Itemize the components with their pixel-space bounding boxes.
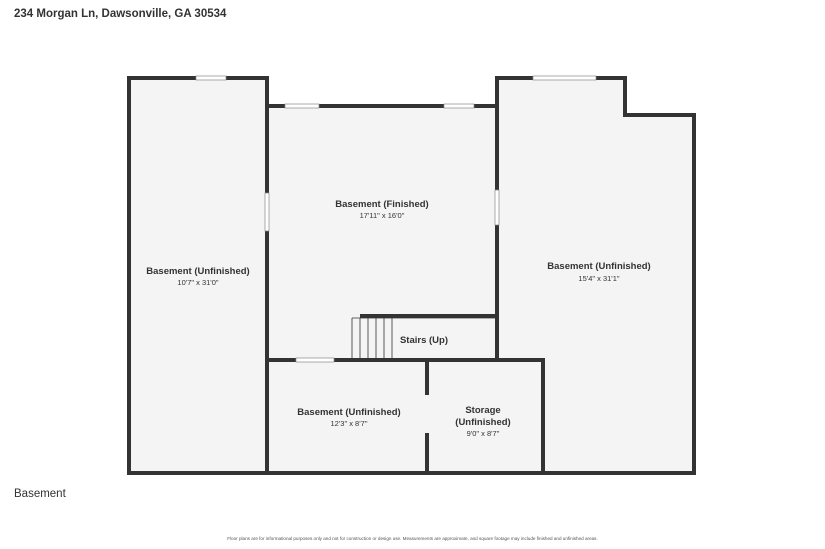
opening-right-wall — [494, 189, 500, 226]
room-name-right-basement: Basement (Unfinished) — [547, 261, 650, 272]
room-name-storage-line2: (Unfinished) — [455, 417, 510, 428]
window-top-left — [195, 75, 227, 81]
room-name-finished-basement: Basement (Finished) — [335, 199, 428, 210]
room-fill-left-basement — [129, 78, 267, 473]
disclaimer-text: Floor plans are for informational purpos… — [227, 536, 598, 541]
stairs-graphic — [351, 317, 497, 360]
room-fill-storage — [427, 360, 543, 473]
floor-level-label: Basement — [14, 488, 66, 500]
window-top-right — [532, 75, 597, 81]
room-dims-storage: 9'0" x 8'7" — [467, 429, 500, 438]
windows — [195, 75, 597, 363]
room-dims-left-basement: 10'7" x 31'0" — [177, 278, 218, 287]
window-top-mid-2 — [443, 103, 475, 109]
floor-area — [129, 78, 694, 473]
room-fill-right-basement — [497, 78, 694, 473]
room-fill-bottom-basement — [267, 360, 427, 473]
property-address: 234 Morgan Ln, Dawsonville, GA 30534 — [14, 8, 227, 20]
room-dims-bottom-basement: 12'3" x 8'7" — [331, 419, 368, 428]
room-dims-finished-basement: 17'11" x 16'0" — [360, 211, 405, 220]
room-name-left-basement: Basement (Unfinished) — [146, 266, 249, 277]
room-name-storage-line1: Storage — [465, 405, 500, 416]
room-dims-right-basement: 15'4" x 31'1" — [578, 274, 619, 283]
opening-bottom-room — [295, 357, 335, 363]
room-name-bottom-basement: Basement (Unfinished) — [297, 407, 400, 418]
window-top-mid-1 — [284, 103, 320, 109]
room-name-stairs: Stairs (Up) — [400, 335, 448, 346]
opening-left-wall — [264, 192, 270, 232]
